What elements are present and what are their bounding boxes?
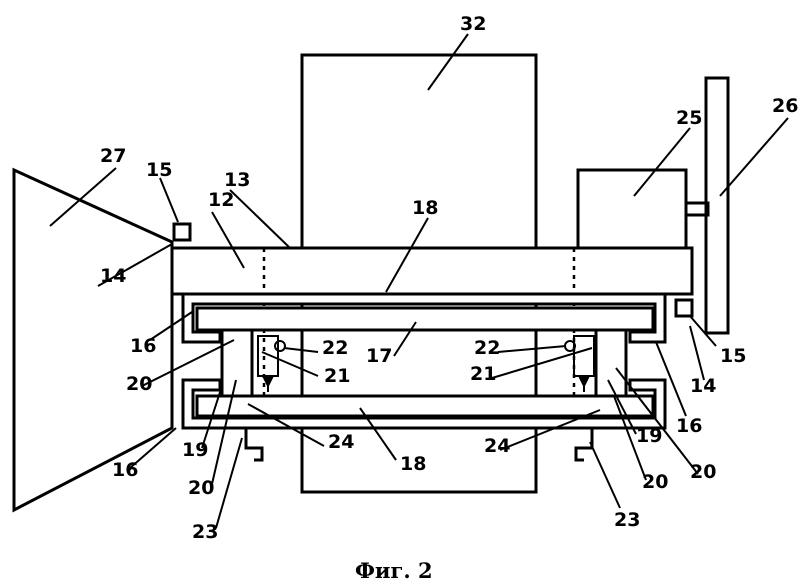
label-16-left-bottom: 16 — [112, 459, 138, 481]
label-22-left: 22 — [322, 337, 348, 359]
label-16-right: 16 — [676, 415, 702, 437]
block-25 — [576, 168, 688, 252]
bracket-15-right — [674, 298, 694, 318]
figure-caption: Фиг. 2 — [355, 558, 433, 583]
label-18-bottom: 18 — [400, 453, 426, 475]
label-15-right: 15 — [720, 345, 746, 367]
label-14-right: 14 — [690, 375, 716, 397]
label-23-left: 23 — [192, 521, 218, 543]
roller-22-left — [274, 340, 286, 352]
label-18-top: 18 — [412, 197, 438, 219]
label-14-left: 14 — [100, 265, 126, 287]
label-13: 13 — [224, 169, 250, 191]
label-32: 32 — [460, 13, 486, 35]
label-24-right: 24 — [484, 435, 510, 457]
plate-18-top — [195, 306, 655, 332]
holder-21-left — [257, 335, 279, 377]
bracket-15-left — [172, 222, 192, 242]
label-27: 27 — [100, 145, 126, 167]
slider-right — [594, 328, 628, 398]
label-21-right: 21 — [470, 363, 496, 385]
label-20-left-upper: 20 — [126, 373, 152, 395]
label-20-right-inner: 20 — [642, 471, 668, 493]
label-19-right: 19 — [636, 425, 662, 447]
label-19-left: 19 — [182, 439, 208, 461]
label-26: 26 — [772, 95, 798, 117]
label-12: 12 — [208, 189, 234, 211]
label-15-left: 15 — [146, 159, 172, 181]
label-16-left-top: 16 — [130, 335, 156, 357]
label-22-right: 22 — [474, 337, 500, 359]
slider-left — [220, 328, 254, 398]
beam-12 — [170, 246, 694, 296]
wedge-left — [262, 376, 274, 388]
label-21-left: 21 — [324, 365, 350, 387]
label-25: 25 — [676, 107, 702, 129]
leader-lines — [49, 33, 789, 529]
shaft — [684, 201, 710, 217]
label-23-right: 23 — [614, 509, 640, 531]
hook-23-left — [244, 428, 264, 462]
label-17: 17 — [366, 345, 392, 367]
disk-26 — [704, 76, 730, 335]
plate-18-bottom — [195, 394, 655, 418]
wedge-right — [578, 376, 590, 388]
hook-23-right — [574, 428, 594, 462]
label-24-left: 24 — [328, 431, 354, 453]
holder-21-right — [573, 335, 595, 377]
label-20-right-outer: 20 — [690, 461, 716, 483]
label-20-left-lower: 20 — [188, 477, 214, 499]
frame-channel-top — [181, 292, 667, 344]
